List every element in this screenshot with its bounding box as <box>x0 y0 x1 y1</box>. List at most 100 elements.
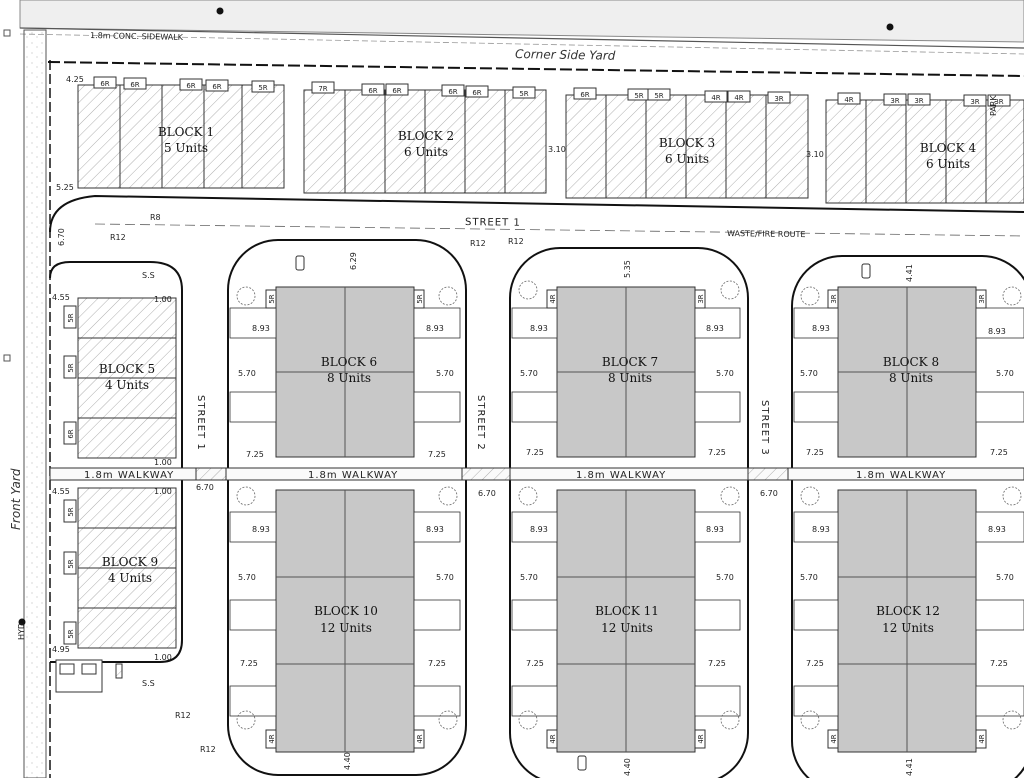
dim-label: 4.40 <box>623 758 632 776</box>
dim-label: 3.10 <box>548 145 566 154</box>
tree-icon <box>236 710 256 730</box>
dim-label: 7.25 <box>990 659 1008 668</box>
unit-tag: 3R <box>970 98 979 106</box>
unit-tag: 3R <box>697 294 705 303</box>
dim-label: 8.93 <box>252 525 270 534</box>
grey-blocks-lower <box>275 489 977 753</box>
dim-label: 5.70 <box>800 573 818 582</box>
dim-label: 1.00 <box>154 653 172 662</box>
radius-label: R12 <box>175 711 191 720</box>
dim-label: 7.25 <box>990 448 1008 457</box>
grey-blocks-upper <box>275 286 977 458</box>
unit-tag: 6R <box>212 83 221 91</box>
dim-label: 8.93 <box>426 324 444 333</box>
tree-icon <box>720 280 740 300</box>
radius-label: R12 <box>200 745 216 754</box>
dim-label: 8.93 <box>988 525 1006 534</box>
block-5-9 <box>77 297 177 649</box>
dim-label: 5.70 <box>238 369 256 378</box>
block-9-units: 4 Units <box>108 571 152 585</box>
block-12-name: BLOCK 12 <box>876 604 940 618</box>
dim-label: 8.93 <box>252 324 270 333</box>
block-7-name: BLOCK 7 <box>602 355 658 369</box>
dim-label: 5.70 <box>520 369 538 378</box>
unit-tag: 6R <box>472 89 481 97</box>
tree-icon <box>800 286 820 306</box>
dim-label: 4.55 <box>52 487 70 496</box>
front-yard-label: Front Yard <box>9 468 23 530</box>
dim-label: 7.25 <box>428 450 446 459</box>
dim-label: 5.70 <box>238 573 256 582</box>
unit-tag: 6R <box>67 429 75 438</box>
dim-label: 8.93 <box>812 525 830 534</box>
street-3-vertical-label: STREET 3 <box>759 400 770 456</box>
dim-label: 6.70 <box>57 228 66 246</box>
unit-tag: 7R <box>318 85 327 93</box>
dim-label: 1.00 <box>154 487 172 496</box>
dim-label: 6.70 <box>196 483 214 492</box>
block-10-units: 12 Units <box>320 621 372 635</box>
ss-label: S.S <box>142 679 155 688</box>
dim-label: 7.25 <box>246 450 264 459</box>
dim-label: 4.41 <box>905 264 914 282</box>
unit-tag: 6R <box>368 87 377 95</box>
walkway-label-1: 1.8m WALKWAY <box>84 470 174 481</box>
block-3-units: 6 Units <box>665 152 709 166</box>
dim-label: 5.70 <box>996 573 1014 582</box>
dim-label: 6.70 <box>478 489 496 498</box>
unit-tag: 5R <box>67 629 75 638</box>
unit-tag: 5R <box>67 313 75 322</box>
utility-box <box>55 659 123 693</box>
tree-icon <box>236 486 256 506</box>
dim-label: 7.25 <box>526 659 544 668</box>
walkway-label-2: 1.8m WALKWAY <box>308 470 398 481</box>
dim-label: 4.25 <box>66 75 84 84</box>
unit-tag: 5R <box>67 559 75 568</box>
unit-tag: 5R <box>67 363 75 372</box>
tree-icon <box>518 280 538 300</box>
block-11-units: 12 Units <box>601 621 653 635</box>
block-7-units: 8 Units <box>608 371 652 385</box>
radius-label: R12 <box>470 239 486 248</box>
radius-label: R8 <box>150 213 161 222</box>
unit-tag: 5R <box>67 507 75 516</box>
block-9-name: BLOCK 9 <box>102 555 158 569</box>
unit-tag: 3R <box>914 97 923 105</box>
unit-tag: 5R <box>258 84 267 92</box>
row-1-unit-tags: 6R 6R 6R 6R 5R 7R 6R 6R 6R 6R 5R 6R 5R 5… <box>93 76 1011 107</box>
dim-label: 4.55 <box>52 293 70 302</box>
tree-icon <box>518 710 538 730</box>
dim-label: 6.29 <box>349 252 358 270</box>
tree-icon <box>720 486 740 506</box>
dim-label: 5.70 <box>436 573 454 582</box>
tree-icon <box>438 486 458 506</box>
block-8-units: 8 Units <box>889 371 933 385</box>
tree-icon <box>1002 486 1022 506</box>
block-1-units: 5 Units <box>164 141 208 155</box>
unit-tag: 3R <box>774 95 783 103</box>
dim-label: 1.00 <box>154 295 172 304</box>
dim-label: 8.93 <box>426 525 444 534</box>
unit-tag: 3R <box>890 97 899 105</box>
dim-label: 4.95 <box>52 645 70 654</box>
parking-label: PARK <box>989 95 998 116</box>
dim-label: 8.93 <box>988 327 1006 336</box>
dim-label: 5.25 <box>56 183 74 192</box>
top-boundary <box>19 0 1024 77</box>
unit-tag: 5R <box>634 92 643 100</box>
unit-tag: 4R <box>844 96 853 104</box>
street-2-vertical-label: STREET 2 <box>475 395 486 451</box>
dim-label: 8.93 <box>706 324 724 333</box>
block-6-units: 8 Units <box>327 371 371 385</box>
dim-label: 4.41 <box>905 758 914 776</box>
unit-tag: 6R <box>580 91 589 99</box>
unit-tag: 6R <box>186 82 195 90</box>
corner-yard-label: Corner Side Yard <box>515 47 616 63</box>
unit-tag: 4R <box>734 94 743 102</box>
unit-tag: 6R <box>130 81 139 89</box>
walkway-label-3: 1.8m WALKWAY <box>576 470 666 481</box>
unit-tag: 5R <box>416 294 424 303</box>
tree-icon <box>720 710 740 730</box>
